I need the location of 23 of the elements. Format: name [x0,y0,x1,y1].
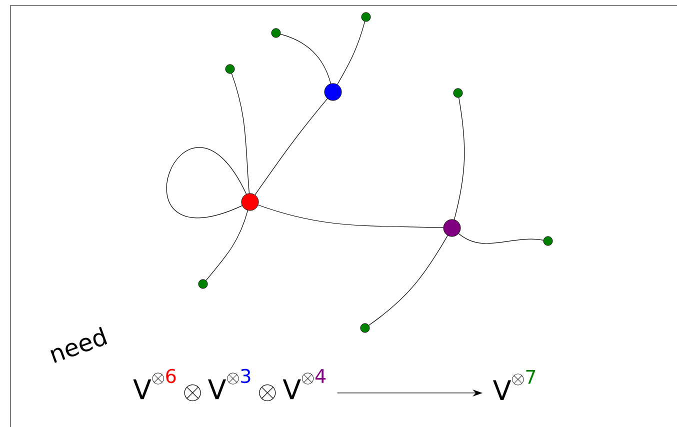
vertex-dot [198,279,208,289]
formula: $\mathsf{V}^{\otimes\textcolor[HTML]{008000}{\mathsf{7}}}$ [493,370,536,400]
edge-line [231,73,250,194]
edge-line [454,97,465,220]
vertex-dot [543,236,553,246]
vertex-circle [241,193,259,211]
vertex-circle [443,219,461,237]
loop-edge [166,147,247,218]
edge-line [368,235,448,326]
vertex-dot [453,88,463,98]
formula: $\mathsf{V}^{\otimes\textcolor[HTML]{FF0000}{\mathsf{6}}}\otimes\mathsf{V}^{\otimes\textcolor[HTML]{0000FF}{\mathsf{3}}}\otimes\mathsf{V}^{\otimes\textcolor[HTML]{800080}{\mathsf{4}}}$ [133,368,326,402]
edge-line [254,98,328,196]
edge-line [206,210,248,281]
vertex-dot [225,64,235,74]
vertex-dot [361,12,371,22]
vertex-dot [271,28,281,38]
edge-line [280,34,332,84]
edge-line [258,204,444,228]
edge-line [458,233,544,244]
edge-line [337,21,366,85]
vertex-dot [360,323,370,333]
rotated-word: need [50,326,108,363]
vertex-circle [324,83,342,101]
